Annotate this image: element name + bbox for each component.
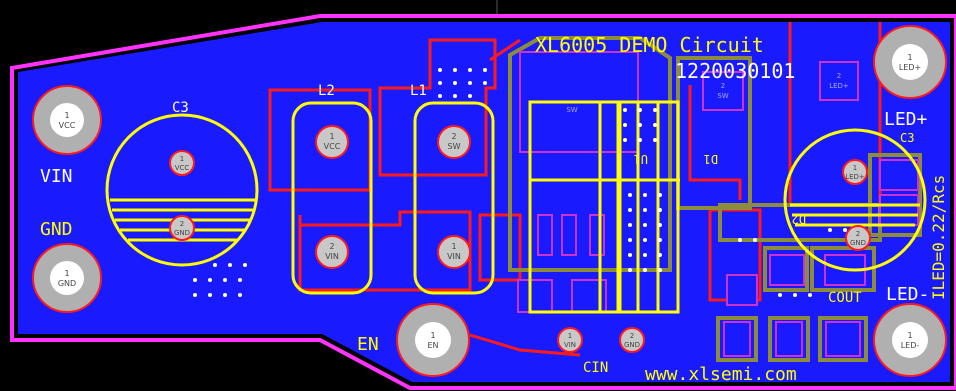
smd-pads xyxy=(517,61,919,357)
l2-outline xyxy=(291,101,373,295)
label-c3: C3 xyxy=(172,100,189,116)
label-vin: VIN xyxy=(40,166,73,187)
gnd-terminal-pad[interactable]: 1 GND xyxy=(32,243,102,313)
pad-net: LED+ xyxy=(845,173,865,181)
board-url: www.xlsemi.com xyxy=(645,364,797,385)
c3-right-pad-2[interactable]: 2 GND xyxy=(845,225,871,251)
board-title: XL6005 DEMO Circuit xyxy=(535,33,764,57)
l2-pad-1[interactable]: 1 VCC xyxy=(315,125,349,159)
copper-pour xyxy=(18,22,950,382)
c3-pad-1[interactable]: 1 VCC xyxy=(169,150,195,176)
label-c3-right: C3 xyxy=(900,131,914,145)
c3-right-capacitor-outline xyxy=(783,128,927,272)
pad-net: LED- xyxy=(901,341,920,350)
via-array xyxy=(193,68,847,297)
led-plus-terminal-pad[interactable]: 1 LED+ xyxy=(873,25,947,99)
label-d2: D2 xyxy=(792,212,806,226)
u1-pin-outlines xyxy=(528,100,680,314)
l2-pad-2[interactable]: 2 VIN xyxy=(315,235,349,269)
pad-num: 1 xyxy=(568,332,572,340)
d1-pad-num: 2 xyxy=(721,82,725,90)
vcc-terminal-pad[interactable]: 1 VCC xyxy=(32,85,102,155)
label-led-minus: LED- xyxy=(886,284,929,305)
d1-pad-net: SW xyxy=(717,92,728,100)
c3-right-pad-1[interactable]: 1 LED+ xyxy=(842,159,868,185)
cin-pad-2[interactable]: 2 GND xyxy=(619,327,645,353)
pad-net: LED+ xyxy=(899,63,921,72)
pad-net: VCC xyxy=(175,164,190,172)
led-pad-num: 2 xyxy=(837,72,841,80)
pad-num: 1 xyxy=(329,132,334,141)
board-outline xyxy=(10,14,956,390)
label-cout: COUT xyxy=(828,290,862,306)
l1-pad-2[interactable]: 2 SW xyxy=(437,125,471,159)
label-l1: L1 xyxy=(410,83,427,99)
pad-num: 1 xyxy=(907,331,912,340)
led-minus-terminal-pad[interactable]: 1 LED- xyxy=(873,303,947,377)
pad-num: 1 xyxy=(430,331,435,340)
c3-capacitor-outline xyxy=(105,113,259,267)
label-gnd: GND xyxy=(40,219,73,240)
pad-num: 1 xyxy=(853,164,857,172)
pad-net: GND xyxy=(58,279,76,288)
pad-num: 2 xyxy=(329,242,334,251)
pad-num: 1 xyxy=(907,53,912,62)
pad-net: EN xyxy=(427,341,438,350)
pad-net: VIN xyxy=(325,252,339,261)
pad-num: 2 xyxy=(630,332,634,340)
c3-pad-2[interactable]: 2 GND xyxy=(169,215,195,241)
pad-num: 2 xyxy=(180,220,184,228)
u1-sw-label: SW xyxy=(566,106,577,114)
pad-num: 2 xyxy=(451,132,456,141)
pad-net: SW xyxy=(448,142,461,151)
label-led-plus: LED+ xyxy=(884,109,928,130)
pad-net: VCC xyxy=(324,142,341,151)
pad-net: VIN xyxy=(564,341,576,349)
pad-num: 1 xyxy=(180,155,184,163)
pad-net: GND xyxy=(850,239,866,247)
label-cin: CIN xyxy=(583,360,608,376)
pad-num: 1 xyxy=(64,269,69,278)
pad-num: 1 xyxy=(451,242,456,251)
l1-pad-1[interactable]: 1 VIN xyxy=(437,235,471,269)
pad-net: GND xyxy=(624,341,640,349)
label-l2: L2 xyxy=(318,83,335,99)
board-code: 1220030101 xyxy=(675,59,795,83)
led-current-formula: ILED=0.22/Rcs xyxy=(929,175,948,300)
pad-num: 2 xyxy=(856,230,860,238)
label-en: EN xyxy=(357,334,379,355)
pad-net: VIN xyxy=(447,252,461,261)
label-d1: D1 xyxy=(704,152,718,166)
led-pad-net: LED+ xyxy=(829,82,849,90)
pad-net: VCC xyxy=(59,121,76,130)
pad-num: 1 xyxy=(64,111,69,120)
cin-pad-1[interactable]: 1 VIN xyxy=(557,327,583,353)
label-u1: U1 xyxy=(634,152,648,166)
l1-outline xyxy=(413,101,495,295)
en-terminal-pad[interactable]: 1 EN xyxy=(396,303,470,377)
pad-net: GND xyxy=(174,229,190,237)
